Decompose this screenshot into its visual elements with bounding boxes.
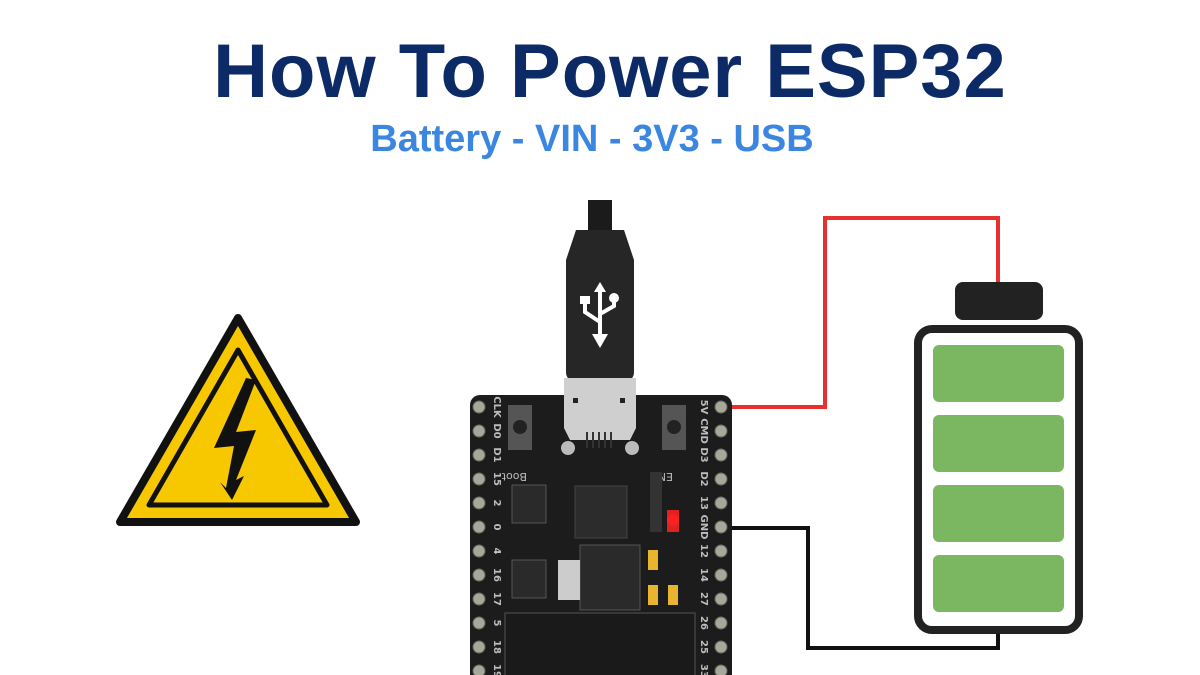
pin-label: 17 — [491, 592, 502, 606]
pin-header — [714, 400, 728, 414]
pin-label: 26 — [698, 616, 709, 630]
pin-header — [714, 592, 728, 606]
pin-label: CMD — [698, 418, 709, 444]
pin-label: 16 — [491, 568, 502, 582]
page-title: How To Power ESP32 — [213, 29, 1007, 114]
pin-header — [714, 544, 728, 558]
battery-icon — [914, 282, 1083, 634]
pin-header — [472, 424, 486, 438]
pin-header — [472, 616, 486, 630]
pin-header — [472, 592, 486, 606]
pin-header — [472, 400, 486, 414]
pin-label: 5 — [491, 620, 502, 627]
pin-label: 18 — [491, 640, 502, 654]
power-led — [667, 514, 679, 526]
pin-header — [714, 448, 728, 462]
pin-header — [714, 640, 728, 654]
pin-label: 27 — [698, 592, 709, 606]
page-subtitle: Battery - VIN - 3V3 - USB — [370, 118, 814, 160]
pin-label: 0 — [491, 524, 502, 531]
pin-header — [472, 568, 486, 582]
pin-label: 2 — [491, 500, 502, 507]
pin-label: D0 — [491, 423, 502, 438]
positive-wire — [730, 216, 1000, 409]
pin-header — [472, 640, 486, 654]
pin-header — [472, 544, 486, 558]
battery-cell — [933, 485, 1064, 542]
pin-label: CLK — [491, 396, 502, 419]
pin-label: 12 — [698, 544, 709, 558]
warning-high-voltage-icon — [110, 308, 366, 531]
pin-label: D1 — [491, 447, 502, 462]
pin-label: 13 — [698, 496, 709, 510]
pin-header — [472, 520, 486, 534]
pin-header — [714, 664, 728, 675]
battery-cell — [933, 415, 1064, 472]
pin-label: 19 — [491, 664, 502, 675]
pin-label: 25 — [698, 640, 709, 654]
pin-label: 4 — [491, 548, 502, 555]
pin-label: 14 — [698, 568, 709, 582]
battery-cell — [933, 345, 1064, 402]
pin-header — [714, 568, 728, 582]
battery-cell — [933, 555, 1064, 612]
boot-label: Boot — [501, 470, 527, 483]
pin-label: D2 — [698, 471, 709, 486]
usb-icon — [580, 282, 619, 348]
pin-label: 5V — [698, 400, 709, 415]
pin-header — [714, 472, 728, 486]
pin-header — [472, 472, 486, 486]
pin-header — [714, 520, 728, 534]
pin-label: GND — [698, 515, 709, 540]
pin-header — [714, 424, 728, 438]
pin-header — [714, 616, 728, 630]
pin-header — [472, 496, 486, 510]
pin-header — [472, 448, 486, 462]
pin-label: 15 — [491, 472, 502, 486]
ground-wire — [722, 526, 1000, 650]
pin-label: D3 — [698, 447, 709, 462]
usb-plug — [564, 200, 636, 396]
pin-label: 33 — [698, 664, 709, 675]
esp32-board: Boot EN CLKD0D1152041617518195VCMDD3D213… — [470, 390, 732, 675]
pin-header — [472, 664, 486, 675]
pin-header — [714, 496, 728, 510]
